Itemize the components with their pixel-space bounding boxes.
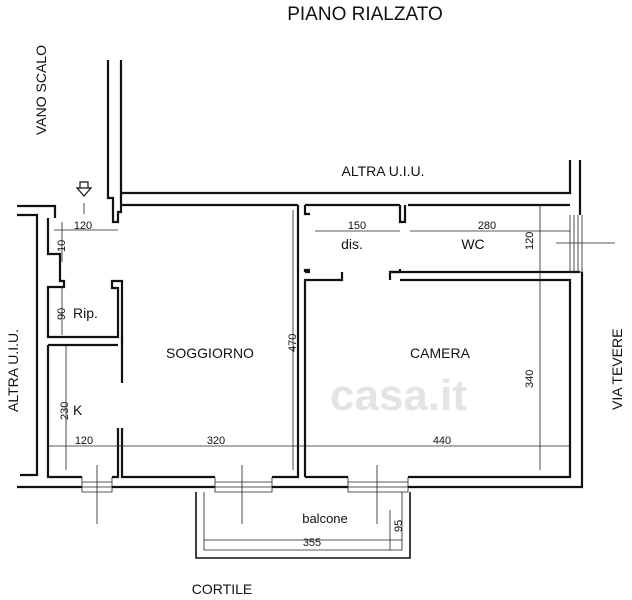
courtyard-label: CORTILE — [192, 581, 252, 597]
dim-living-width: 320 — [207, 435, 225, 447]
street-label: VIA TEVERE — [609, 329, 625, 410]
balcony — [195, 492, 411, 559]
room-balcony: balcone — [302, 511, 348, 526]
dim-kitchen-width: 120 — [75, 435, 93, 447]
dimension-lines — [48, 203, 570, 470]
dim-entry-width: 120 — [74, 220, 92, 232]
neighbor-top-label: ALTRA U.I.U. — [342, 163, 425, 179]
room-storage: Rip. — [73, 305, 98, 321]
windows — [81, 215, 615, 524]
plan-title: PIANO RIALZATO — [287, 4, 443, 25]
dim-balcony-depth: 95 — [393, 520, 405, 532]
room-bedroom: CAMERA — [410, 345, 471, 361]
dim-kitchen-depth: 230 — [59, 402, 71, 420]
dim-hall-width: 150 — [348, 220, 366, 232]
dim-storage-depth: 90 — [56, 308, 68, 320]
dim-entry-depth: 10 — [56, 240, 68, 252]
stair-label: VANO SCALO — [33, 45, 49, 135]
dimension-labels: 120 10 90 230 120 320 470 150 280 120 34… — [56, 220, 536, 549]
room-bath: WC — [461, 236, 484, 252]
dim-living-depth: 470 — [287, 334, 299, 352]
room-hall: dis. — [341, 236, 363, 252]
dim-bath-width: 280 — [478, 220, 496, 232]
dim-bedroom-depth: 340 — [524, 370, 536, 388]
room-living: SOGGIORNO — [166, 345, 254, 361]
dim-bath-depth: 120 — [524, 232, 536, 250]
watermark: casa.it — [330, 371, 467, 420]
dim-bedroom-width: 440 — [433, 435, 451, 447]
walls — [17, 60, 584, 489]
dim-balcony-width: 355 — [303, 537, 321, 549]
entry-arrow-icon — [75, 181, 93, 197]
neighbor-left-label: ALTRA U.I.U. — [5, 329, 21, 412]
room-kitchen: K — [73, 402, 83, 418]
